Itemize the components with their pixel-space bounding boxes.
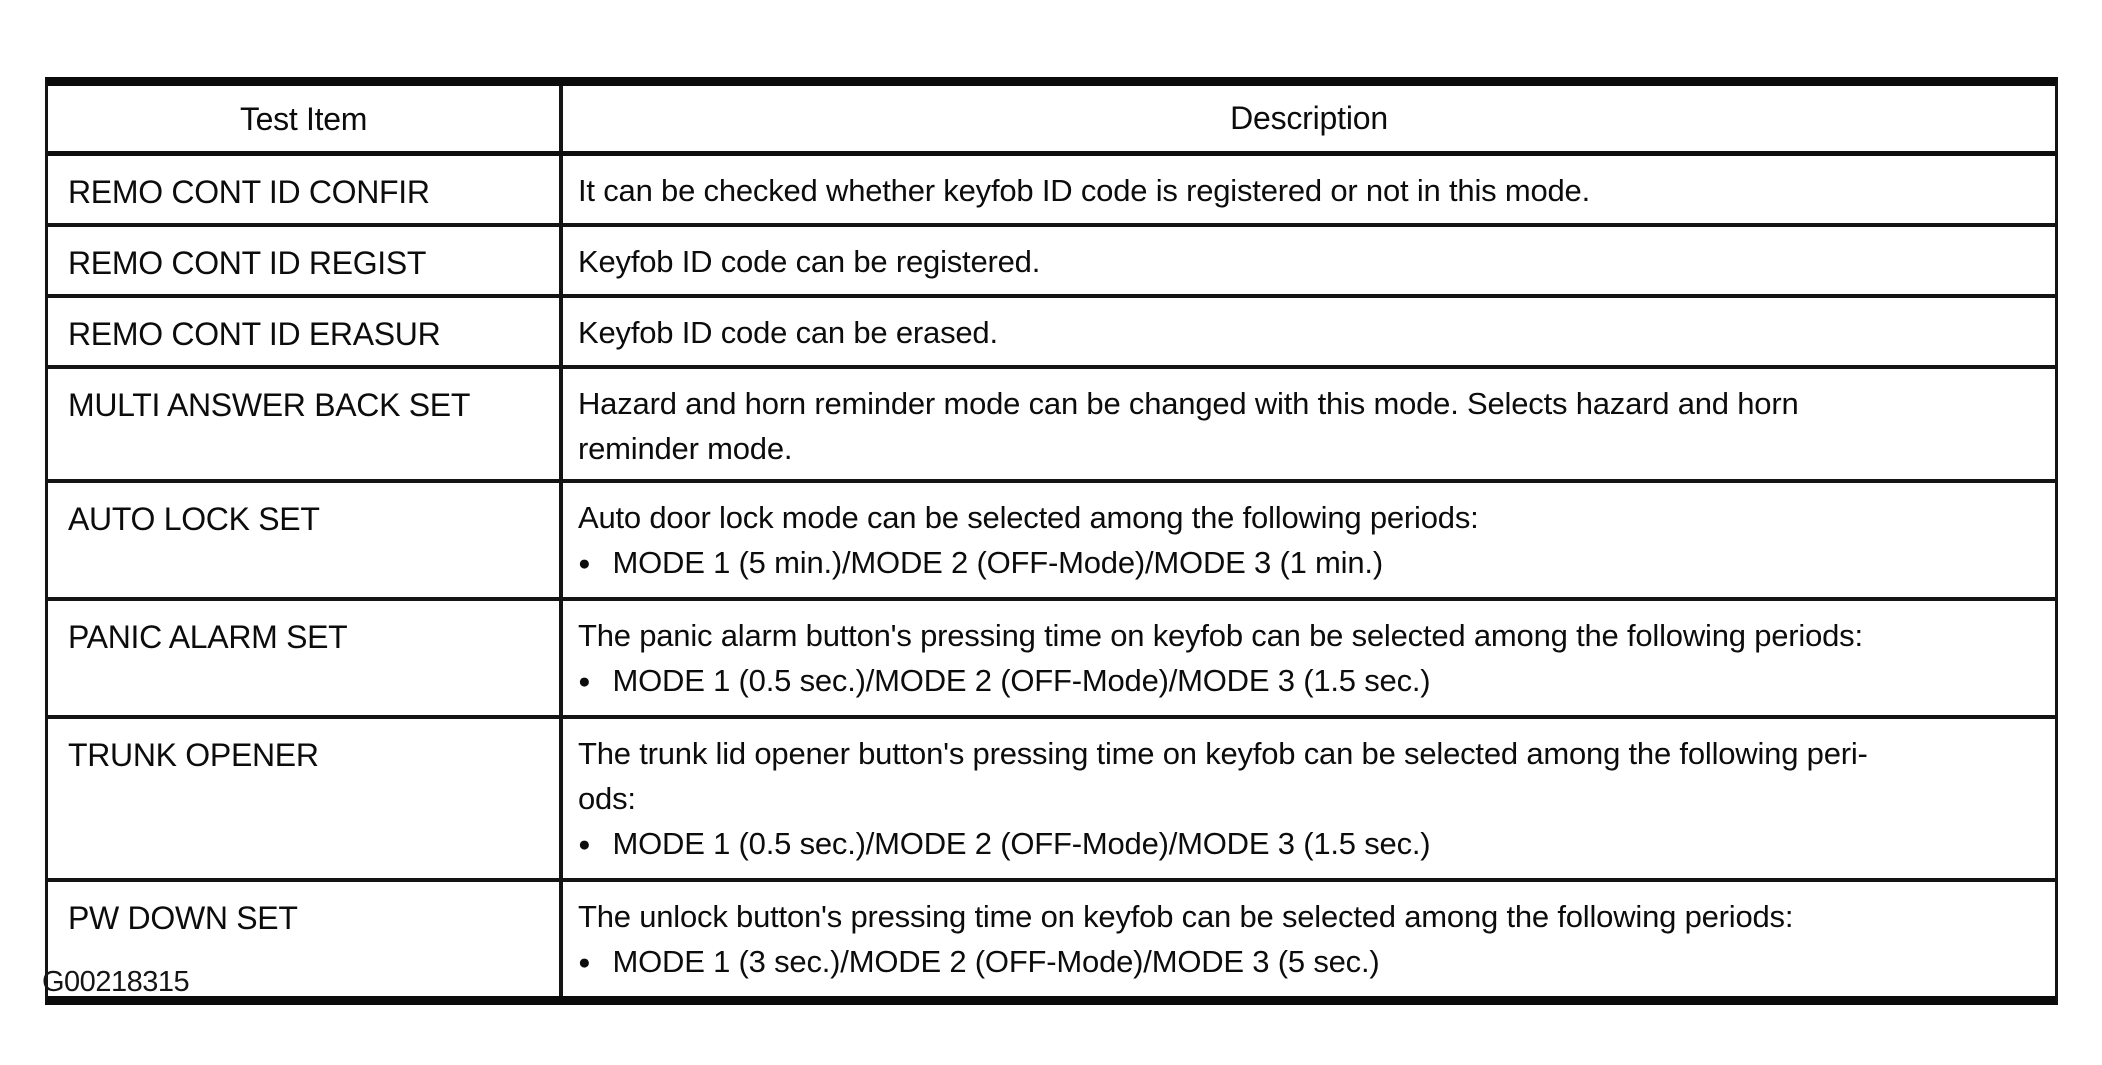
description-cell: Hazard and horn reminder mode can be cha… [563, 369, 2055, 479]
mode-options-text: MODE 1 (0.5 sec.)/MODE 2 (OFF-Mode)/MODE… [612, 663, 1431, 698]
figure-id-code: G00218315 [42, 966, 190, 998]
test-item-cell: AUTO LOCK SET [48, 483, 563, 597]
table-row: PANIC ALARM SET The panic alarm button's… [48, 601, 2055, 719]
description-cell: The panic alarm button's pressing time o… [563, 601, 2055, 715]
test-item-cell: PANIC ALARM SET [48, 601, 563, 715]
table-row: PW DOWN SET The unlock button's pressing… [48, 882, 2055, 996]
test-item-header-label: Test Item [239, 100, 368, 137]
description-cell: The unlock button's pressing time on key… [563, 882, 2055, 996]
description-cell: Keyfob ID code can be registered. ● [563, 227, 2055, 294]
description-cell: It can be checked whether keyfob ID code… [563, 156, 2055, 223]
description-cell: Keyfob ID code can be erased. ● [563, 298, 2055, 365]
bullet-icon: ● [578, 951, 591, 974]
bullet-icon: ● [578, 670, 591, 693]
table-row: REMO CONT ID ERASUR Keyfob ID code can b… [48, 298, 2055, 369]
test-item-description-table: Test Item Description REMO CONT ID CONFI… [45, 77, 2058, 1005]
mode-options-line: ● MODE 1 (0.5 sec.)/MODE 2 (OFF-Mode)/MO… [578, 821, 2035, 870]
mode-options-text: MODE 1 (5 min.)/MODE 2 (OFF-Mode)/MODE 3… [612, 545, 1383, 580]
table-row: MULTI ANSWER BACK SET Hazard and horn re… [48, 369, 2055, 483]
column-header-test-item: Test Item [48, 86, 563, 151]
description-text: Keyfob ID code can be erased. [578, 315, 998, 350]
description-cell: The trunk lid opener button's pressing t… [563, 719, 2055, 878]
test-item-cell: MULTI ANSWER BACK SET [48, 369, 563, 479]
test-item-cell: REMO CONT ID REGIST [48, 227, 563, 294]
description-text: Keyfob ID code can be registered. [578, 244, 1041, 279]
description-text: The panic alarm button's pressing time o… [578, 618, 1863, 653]
table-row: AUTO LOCK SET Auto door lock mode can be… [48, 483, 2055, 601]
test-item-cell: REMO CONT ID ERASUR [48, 298, 563, 365]
table-row: REMO CONT ID CONFIR It can be checked wh… [48, 156, 2055, 227]
description-text: The unlock button's pressing time on key… [578, 899, 1794, 934]
bullet-icon: ● [578, 833, 591, 856]
description-text: The trunk lid opener button's pressing t… [578, 736, 1868, 816]
test-item-cell: PW DOWN SET [48, 882, 563, 996]
table-header-row: Test Item Description [48, 86, 2055, 156]
table-row: REMO CONT ID REGIST Keyfob ID code can b… [48, 227, 2055, 298]
test-item-cell: REMO CONT ID CONFIR [48, 156, 563, 223]
mode-options-text: MODE 1 (0.5 sec.)/MODE 2 (OFF-Mode)/MODE… [612, 826, 1431, 861]
mode-options-line: ● MODE 1 (3 sec.)/MODE 2 (OFF-Mode)/MODE… [578, 939, 2035, 988]
test-item-cell: TRUNK OPENER [48, 719, 563, 878]
description-text: Auto door lock mode can be selected amon… [578, 500, 1479, 535]
mode-options-text: MODE 1 (3 sec.)/MODE 2 (OFF-Mode)/MODE 3… [612, 944, 1380, 979]
description-cell: Auto door lock mode can be selected amon… [563, 483, 2055, 597]
column-header-description: Description [563, 86, 2055, 151]
mode-options-line: ● MODE 1 (5 min.)/MODE 2 (OFF-Mode)/MODE… [578, 540, 2035, 589]
description-text: It can be checked whether keyfob ID code… [578, 173, 1590, 208]
mode-options-line: ● MODE 1 (0.5 sec.)/MODE 2 (OFF-Mode)/MO… [578, 658, 2035, 707]
description-header-label: Description [1230, 100, 1388, 136]
description-text: Hazard and horn reminder mode can be cha… [578, 386, 1799, 466]
bullet-icon: ● [578, 552, 591, 575]
table-row: TRUNK OPENER The trunk lid opener button… [48, 719, 2055, 882]
